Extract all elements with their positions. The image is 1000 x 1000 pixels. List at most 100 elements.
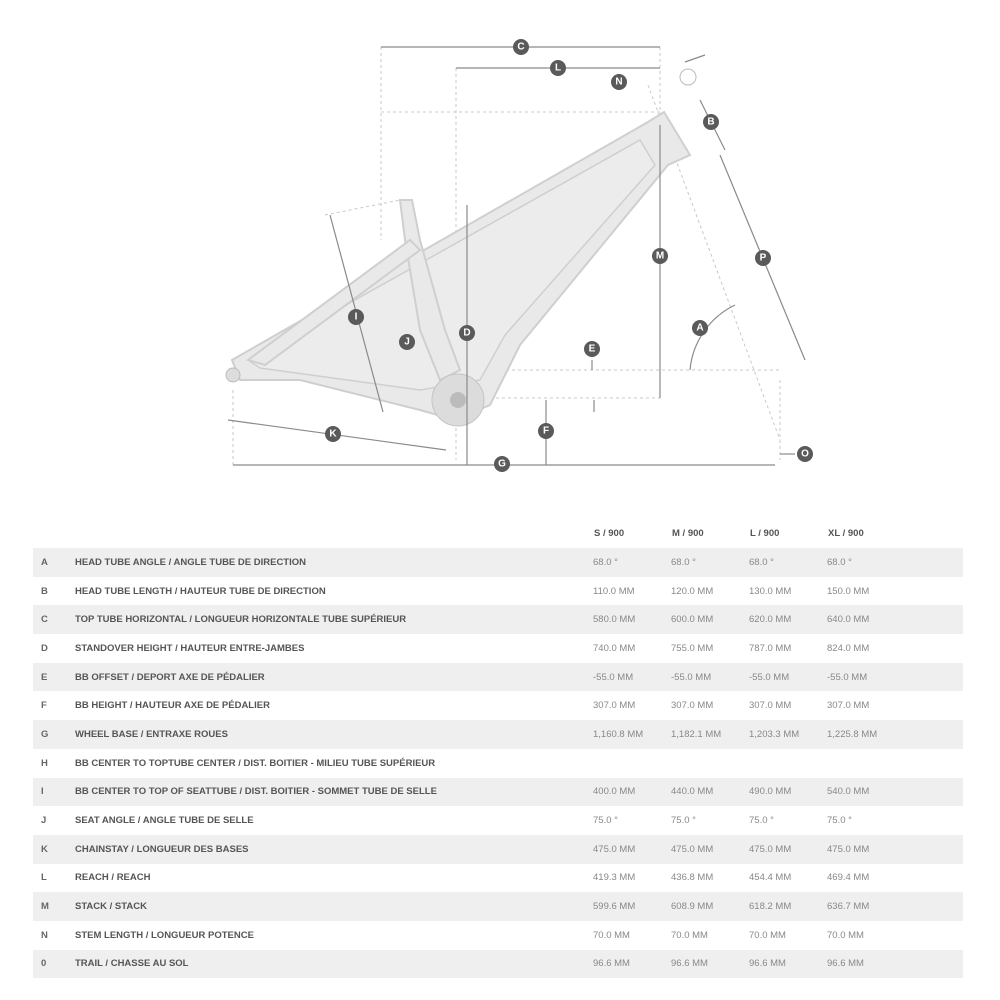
row-value: 150.0 MM — [827, 585, 870, 597]
row-letter: L — [41, 872, 47, 884]
badge-b: B — [703, 114, 719, 130]
badge-m: M — [652, 248, 668, 264]
dimension-badges: C L N B M P I J D E A K F G O — [325, 39, 813, 472]
row-value: 96.6 MM — [827, 949, 905, 979]
svg-text:A: A — [696, 323, 703, 334]
svg-text:M: M — [656, 251, 664, 262]
badge-g: G — [494, 456, 510, 472]
svg-text:I: I — [355, 312, 358, 323]
badge-n: N — [611, 74, 627, 90]
row-label: BB CENTER TO TOP OF SEATTUBE / DIST. BOI… — [75, 777, 593, 807]
row-label: STACK / STACK — [75, 892, 593, 921]
svg-text:F: F — [543, 426, 549, 437]
row-value: 640.0 MM — [827, 605, 905, 635]
row-label: BB CENTER TO TOPTUBE CENTER / DIST. BOIT… — [75, 757, 436, 769]
row-value: 70.0 MM — [593, 929, 630, 941]
badge-e: E — [584, 341, 600, 357]
size-header: S / 900 — [594, 527, 625, 539]
svg-text:E: E — [589, 344, 596, 355]
svg-text:P: P — [760, 253, 767, 264]
row-label: STANDOVER HEIGHT / HAUTEUR ENTRE-JAMBES — [75, 642, 305, 654]
row-spacer — [905, 949, 963, 979]
row-spacer — [905, 634, 963, 663]
row-value: 540.0 MM — [827, 777, 905, 807]
size-header: L / 900 — [750, 527, 780, 539]
row-label: TOP TUBE HORIZONTAL / LONGUEUR HORIZONTA… — [75, 605, 593, 635]
bike-frame — [225, 68, 697, 427]
badge-k: K — [325, 426, 341, 442]
row-spacer — [905, 749, 963, 778]
row-value: 580.0 MM — [593, 605, 671, 635]
row-value: 70.0 MM — [827, 929, 864, 941]
row-value: 400.0 MM — [593, 777, 671, 807]
svg-text:D: D — [463, 328, 470, 339]
row-letter: E — [33, 662, 75, 692]
row-letter: 0 — [33, 949, 75, 979]
row-value: 68.0 ° — [593, 548, 671, 577]
row-value: 75.0 ° — [593, 815, 618, 827]
badge-l: L — [550, 60, 566, 76]
row-letter: J — [41, 815, 47, 827]
row-value: 618.2 MM — [749, 892, 827, 921]
row-value: 68.0 ° — [671, 548, 749, 577]
row-spacer — [905, 806, 963, 835]
row-letter: B — [41, 585, 48, 597]
row-value: -55.0 MM — [827, 662, 905, 692]
row-label: HEAD TUBE ANGLE / ANGLE TUBE DE DIRECTIO… — [75, 548, 593, 577]
svg-text:N: N — [615, 77, 622, 88]
svg-text:J: J — [404, 337, 410, 348]
row-value: 110.0 MM — [593, 585, 635, 597]
badge-o: O — [797, 446, 813, 462]
row-value: 1,182.1 MM — [671, 720, 749, 749]
row-value: 75.0 ° — [671, 815, 696, 827]
row-label: STEM LENGTH / LONGUEUR POTENCE — [75, 929, 254, 941]
badge-j: J — [399, 334, 415, 350]
row-value: 475.0 MM — [671, 834, 749, 864]
svg-text:C: C — [517, 42, 524, 53]
row-label: WHEEL BASE / ENTRAXE ROUES — [75, 720, 593, 749]
svg-text:L: L — [555, 63, 561, 74]
table-header: S / 900 M / 900 L / 900 XL / 900 — [33, 518, 963, 548]
row-value: 740.0 MM — [593, 642, 636, 654]
row-value: 130.0 MM — [749, 585, 792, 597]
row-value: -55.0 MM — [593, 662, 671, 692]
size-header: XL / 900 — [828, 527, 864, 539]
row-letter: F — [41, 700, 47, 712]
row-value — [749, 749, 827, 778]
row-value: 120.0 MM — [671, 585, 714, 597]
row-letter: D — [41, 642, 48, 654]
row-value: 620.0 MM — [749, 605, 827, 635]
row-value: 1,203.3 MM — [749, 720, 827, 749]
row-value: 307.0 MM — [671, 700, 714, 712]
row-spacer — [905, 548, 963, 577]
row-value: 824.0 MM — [827, 642, 870, 654]
row-value: 490.0 MM — [749, 777, 827, 807]
row-value: -55.0 MM — [671, 662, 749, 692]
row-letter: C — [33, 605, 75, 635]
svg-text:B: B — [707, 117, 714, 128]
badge-d: D — [459, 325, 475, 341]
row-value: 307.0 MM — [827, 700, 870, 712]
row-value: -55.0 MM — [749, 662, 827, 692]
row-spacer — [905, 921, 963, 950]
row-spacer — [905, 577, 963, 606]
row-value: 636.7 MM — [827, 892, 905, 921]
row-value: 469.4 MM — [827, 872, 870, 884]
row-value: 96.6 MM — [671, 949, 749, 979]
row-spacer — [905, 864, 963, 893]
badge-c: C — [513, 39, 529, 55]
row-label: REACH / REACH — [75, 872, 151, 884]
row-spacer — [905, 605, 963, 635]
row-label: CHAINSTAY / LONGUEUR DES BASES — [75, 834, 593, 864]
row-value: 454.4 MM — [749, 872, 792, 884]
svg-text:G: G — [498, 459, 506, 470]
svg-text:O: O — [801, 449, 809, 460]
row-label: HEAD TUBE LENGTH / HAUTEUR TUBE DE DIREC… — [75, 585, 326, 597]
row-value: 68.0 ° — [749, 548, 827, 577]
